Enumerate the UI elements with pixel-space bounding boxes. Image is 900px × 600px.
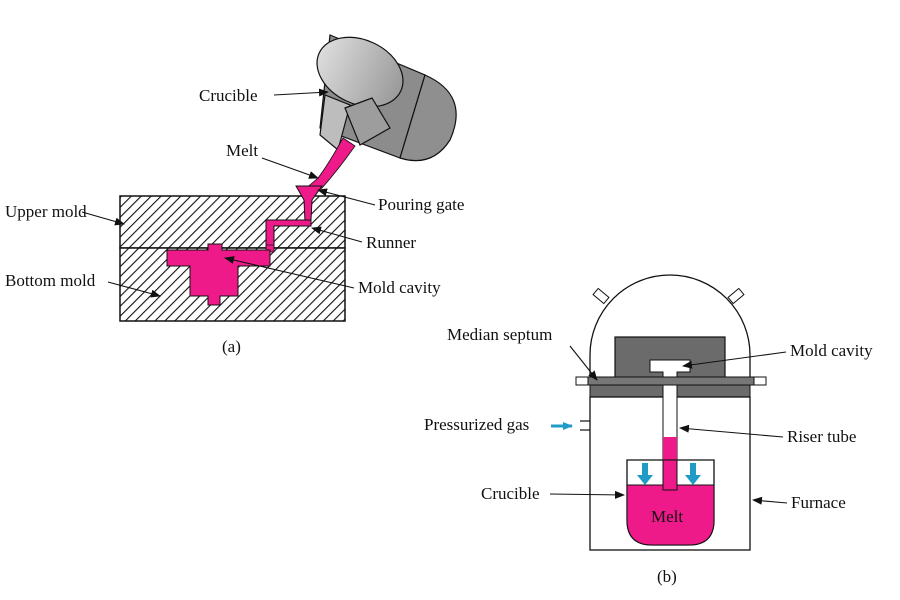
melt-pool [626, 484, 715, 546]
mold-cavity-a [166, 243, 271, 306]
label-furnace: Furnace [791, 493, 846, 512]
panel-b: Melt Median septum Mold cavity Pressuriz… [424, 274, 873, 586]
label-crucible-b: Crucible [481, 484, 540, 503]
label-riser-tube: Riser tube [787, 427, 856, 446]
pressure-arrow-right-icon [685, 463, 701, 485]
panel-a: Crucible Melt Pouring gate Upper mold Ru… [5, 34, 464, 356]
riser-in-melt [662, 459, 678, 491]
septum-clamp-left [575, 376, 589, 386]
caption-a: (a) [222, 337, 241, 356]
crucible-a-icon [316, 34, 457, 162]
label-median-septum: Median septum [447, 325, 552, 344]
septum-clamp-right [753, 376, 767, 386]
label-pressurized-gas: Pressurized gas [424, 415, 529, 434]
dome-lug-right [727, 287, 745, 305]
label-bottom-mold: Bottom mold [5, 271, 96, 290]
label-mold-cavity-b: Mold cavity [790, 341, 873, 360]
label-melt-b: Melt [651, 507, 683, 526]
label-melt: Melt [226, 141, 258, 160]
label-mold-cavity-a: Mold cavity [358, 278, 441, 297]
pressure-arrow-left-icon [637, 463, 653, 485]
label-pouring-gate: Pouring gate [378, 195, 464, 214]
label-upper-mold: Upper mold [5, 202, 87, 221]
median-septum [575, 376, 767, 386]
caption-b: (b) [657, 567, 677, 586]
dome-lug-left [592, 287, 610, 305]
label-crucible-a: Crucible [199, 86, 258, 105]
label-runner: Runner [366, 233, 416, 252]
